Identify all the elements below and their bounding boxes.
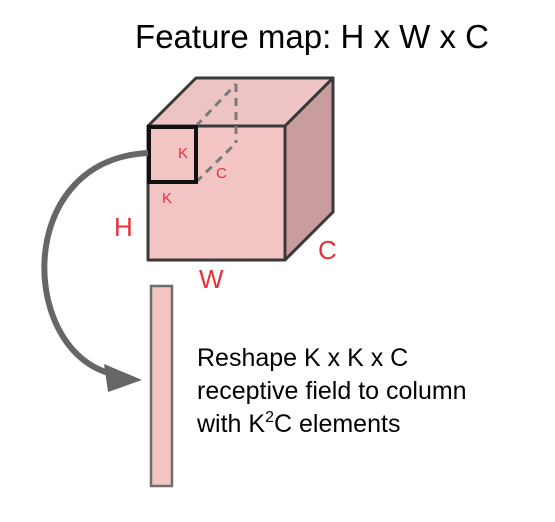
cube-depth-label: C [318, 235, 337, 265]
cube-height-label: H [114, 212, 133, 242]
caption-line-1: Reshape K x K x C [197, 344, 408, 372]
reshaped-column [149, 284, 174, 488]
caption-line-3-prefix: with K [196, 410, 265, 438]
reshape-arrow [41, 150, 149, 378]
caption-line-3-superscript: 2 [265, 409, 274, 426]
caption-line-2: receptive field to column [197, 377, 467, 405]
reshape-arrowhead [104, 364, 142, 392]
caption-line-3: with K2C elements [196, 409, 400, 438]
receptive-field-dashed-edge-bottom [194, 141, 238, 184]
receptive-field-square [147, 125, 198, 184]
receptive-field-k-side-label: K [162, 190, 172, 207]
diagram-title: Feature map: H x W x C [135, 18, 489, 55]
receptive-field-dashed-edge-top [194, 82, 238, 128]
receptive-field-k-top-label: K [178, 145, 188, 162]
cube-width-label: W [199, 264, 224, 294]
caption-line-3-suffix: C elements [274, 410, 400, 438]
cube-front-face [146, 124, 287, 262]
receptive-field-c-label: C [216, 165, 227, 182]
